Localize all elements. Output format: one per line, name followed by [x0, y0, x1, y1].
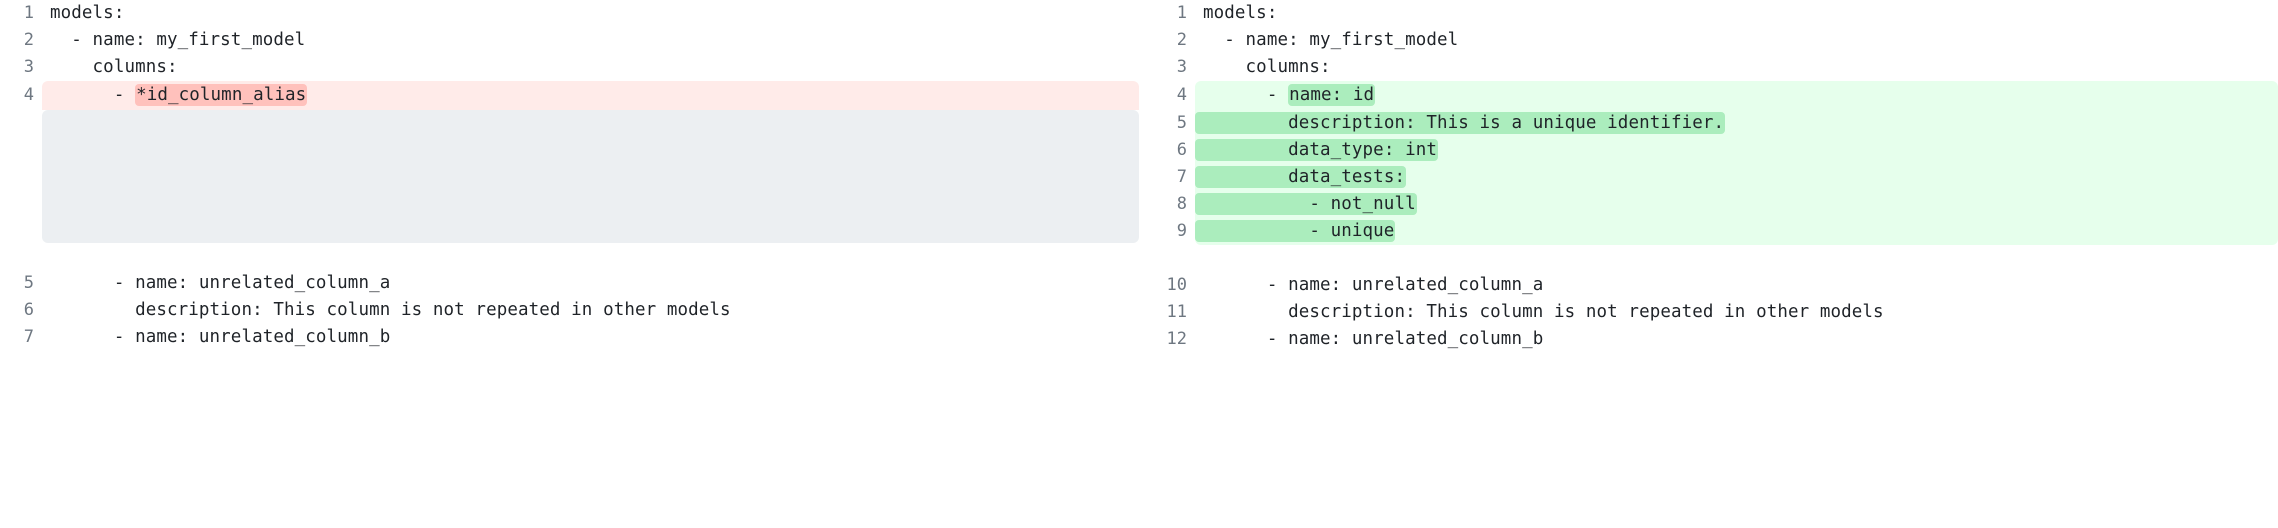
line-number[interactable]: 3: [1176, 57, 1187, 77]
code-text: models:: [50, 3, 125, 23]
code-indent: [1203, 113, 1288, 133]
diff-row[interactable]: 11 description: This column is not repea…: [1147, 299, 2278, 326]
code-line[interactable]: models:: [42, 0, 1139, 27]
code-line[interactable]: - name: unrelated_column_a: [1195, 272, 2278, 299]
added-token: description: This is a unique identifier…: [1195, 112, 1726, 134]
code-line[interactable]: data_type: int: [1195, 137, 2278, 164]
line-number[interactable]: 2: [1176, 30, 1187, 50]
code-line[interactable]: columns:: [1195, 54, 2278, 81]
code-text: - unique: [1309, 221, 1395, 241]
code-line[interactable]: - name: my_first_model: [42, 27, 1139, 54]
line-number[interactable]: 12: [1166, 329, 1187, 349]
added-token: - not_null: [1195, 193, 1417, 215]
diff-pane-before: 1 models: 2 - name: my_first_model 3 col…: [8, 0, 1139, 351]
line-number[interactable]: 11: [1166, 302, 1187, 322]
line-number[interactable]: 2: [23, 30, 34, 50]
code-text: - name: unrelated_column_a: [1203, 275, 1544, 295]
code-text: description: This column is not repeated…: [50, 300, 731, 320]
diff-row-addition[interactable]: 6 data_type: int: [1147, 137, 2278, 164]
diff-row[interactable]: 3 columns:: [1147, 54, 2278, 81]
code-line[interactable]: - name: id: [1195, 81, 2278, 110]
diff-filler-block: [42, 110, 1139, 243]
diff-gap: [1147, 245, 2278, 272]
line-number[interactable]: 3: [23, 57, 34, 77]
diff-row[interactable]: 2 - name: my_first_model: [8, 27, 1139, 54]
code-text: - name: unrelated_column_a: [50, 273, 391, 293]
line-number[interactable]: 7: [23, 327, 34, 347]
code-indent: [1203, 140, 1288, 160]
code-indent: -: [1203, 85, 1289, 105]
code-text: - name: unrelated_column_b: [50, 327, 391, 347]
code-text: description: This is a unique identifier…: [1288, 113, 1725, 133]
diff-row[interactable]: 5 - name: unrelated_column_a: [8, 270, 1139, 297]
code-line[interactable]: - unique: [1195, 218, 2278, 245]
code-line[interactable]: - not_null: [1195, 191, 2278, 218]
code-line[interactable]: - *id_column_alias: [42, 81, 1139, 110]
code-line[interactable]: models:: [1195, 0, 2278, 27]
diff-row[interactable]: 7 - name: unrelated_column_b: [8, 324, 1139, 351]
diff-row-addition[interactable]: 5 description: This is a unique identifi…: [1147, 110, 2278, 137]
line-number[interactable]: 9: [1176, 221, 1187, 241]
code-indent: -: [50, 85, 136, 105]
line-number[interactable]: 5: [23, 273, 34, 293]
code-text: models:: [1203, 3, 1278, 23]
diff-row[interactable]: 1 models:: [8, 0, 1139, 27]
code-line[interactable]: description: This column is not repeated…: [1195, 299, 2278, 326]
line-number[interactable]: 4: [1176, 85, 1187, 105]
diff-row-addition[interactable]: 7 data_tests:: [1147, 164, 2278, 191]
diff-row[interactable]: 2 - name: my_first_model: [1147, 27, 2278, 54]
line-number[interactable]: 7: [1176, 167, 1187, 187]
added-token: data_tests:: [1195, 166, 1407, 188]
diff-row-deletion[interactable]: 4 - *id_column_alias: [8, 81, 1139, 110]
deleted-token: *id_column_alias: [135, 84, 308, 106]
code-line[interactable]: columns:: [42, 54, 1139, 81]
code-text: columns:: [1203, 57, 1331, 77]
code-line[interactable]: - name: unrelated_column_b: [42, 324, 1139, 351]
code-indent: [1203, 221, 1309, 241]
code-text: columns:: [50, 57, 178, 77]
code-text: - name: my_first_model: [50, 30, 306, 50]
code-text: - name: my_first_model: [1203, 30, 1459, 50]
line-number[interactable]: 8: [1176, 194, 1187, 214]
line-number[interactable]: 1: [23, 3, 34, 23]
code-line[interactable]: description: This is a unique identifier…: [1195, 110, 2278, 137]
code-line[interactable]: - name: unrelated_column_a: [42, 270, 1139, 297]
code-line[interactable]: - name: my_first_model: [1195, 27, 2278, 54]
diff-row[interactable]: 1 models:: [1147, 0, 2278, 27]
line-number[interactable]: 6: [23, 300, 34, 320]
code-text: description: This column is not repeated…: [1203, 302, 1884, 322]
diff-row[interactable]: 12 - name: unrelated_column_b: [1147, 326, 2278, 353]
code-line[interactable]: - name: unrelated_column_b: [1195, 326, 2278, 353]
line-number[interactable]: 6: [1176, 140, 1187, 160]
code-text: - not_null: [1309, 194, 1416, 214]
diff-row-addition[interactable]: 8 - not_null: [1147, 191, 2278, 218]
added-token: name: id: [1288, 84, 1376, 106]
code-indent: [1203, 167, 1288, 187]
diff-gap: [8, 243, 1139, 270]
line-number[interactable]: 4: [23, 85, 34, 105]
code-text: data_tests:: [1288, 167, 1406, 187]
added-token: data_type: int: [1195, 139, 1438, 161]
added-token: - unique: [1195, 220, 1396, 242]
code-text: data_type: int: [1288, 140, 1437, 160]
code-line[interactable]: data_tests:: [1195, 164, 2278, 191]
line-number[interactable]: 1: [1176, 3, 1187, 23]
code-line[interactable]: description: This column is not repeated…: [42, 297, 1139, 324]
line-number[interactable]: 5: [1176, 113, 1187, 133]
diff-row[interactable]: 10 - name: unrelated_column_a: [1147, 272, 2278, 299]
diff-row-addition[interactable]: 4 - name: id: [1147, 81, 2278, 110]
line-number[interactable]: 10: [1166, 275, 1187, 295]
diff-row[interactable]: 6 description: This column is not repeat…: [8, 297, 1139, 324]
diff-row-addition[interactable]: 9 - unique: [1147, 218, 2278, 245]
diff-row[interactable]: 3 columns:: [8, 54, 1139, 81]
code-text: - name: unrelated_column_b: [1203, 329, 1544, 349]
diff-pane-after: 1 models: 2 - name: my_first_model 3 col…: [1139, 0, 2278, 528]
code-indent: [1203, 194, 1309, 214]
